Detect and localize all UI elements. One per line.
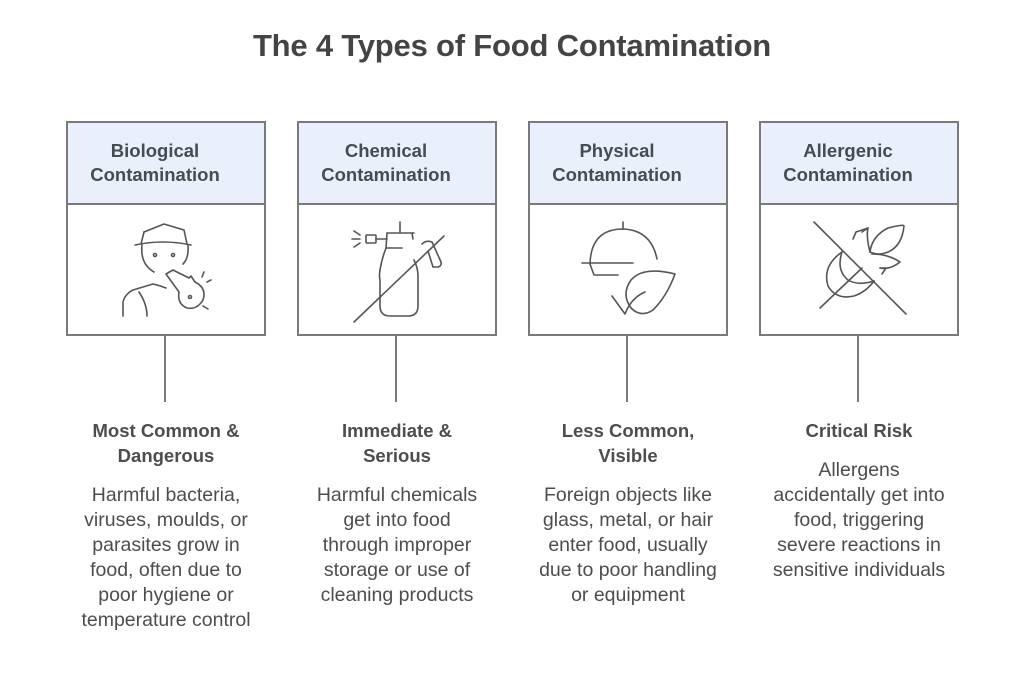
card-header: Chemical Contamination — [299, 123, 495, 205]
no-wheat-icon — [813, 220, 907, 315]
caption-body: Foreign objects like glass, metal, or ha… — [514, 483, 742, 608]
caption-chemical: Immediate & Serious Harmful chemicals ge… — [283, 418, 511, 608]
caption-heading: Most Common & Dangerous — [52, 418, 280, 468]
connector-line — [164, 334, 166, 402]
caption-body-line: viruses, moulds, or — [84, 509, 248, 531]
caption-body-line: glass, metal, or hair — [542, 509, 714, 531]
caption-body-line: or equipment — [571, 584, 685, 606]
caption-physical: Less Common, Visible Foreign objects lik… — [514, 418, 742, 608]
card-title-line: Chemical — [344, 140, 428, 161]
caption-body-line: food, triggering — [793, 509, 925, 531]
caption-body-line: accidentally get into — [773, 484, 945, 506]
caption-heading-line: Serious — [363, 445, 431, 466]
caption-body-line: parasites grow in — [92, 534, 240, 556]
caption-body-line: enter food, usually — [548, 534, 708, 556]
caption-body-line: poor hygiene or — [98, 584, 234, 606]
cloche-leaf-icon — [581, 220, 676, 315]
card-title-line: Contamination — [321, 164, 451, 185]
caption-body-line: Harmful chemicals — [316, 484, 478, 506]
caption-body-line: storage or use of — [323, 559, 471, 581]
caption-heading-line: Dangerous — [117, 445, 215, 466]
diagram-title: The 4 Types of Food Contamination — [252, 28, 772, 63]
caption-body: Harmful bacteria, viruses, moulds, or pa… — [52, 483, 280, 633]
card-physical: Physical Contamination — [528, 121, 728, 336]
card-header: Physical Contamination — [530, 123, 726, 205]
caption-heading-line: Critical Risk — [805, 420, 913, 441]
caption-body-line: severe reactions in — [777, 534, 941, 556]
column-biological: Biological Contamination — [66, 121, 266, 631]
column-allergenic: Allergenic Contamination — [759, 121, 959, 581]
card-title-line: Biological — [110, 140, 200, 161]
caption-body-line: food, often due to — [90, 559, 242, 581]
food-handler-whistle-icon — [122, 222, 212, 317]
card-allergenic: Allergenic Contamination — [759, 121, 959, 336]
card-title-line: Contamination — [783, 164, 913, 185]
card-title: Physical Contamination — [552, 139, 682, 187]
connector-line — [626, 334, 628, 402]
card-biological: Biological Contamination — [66, 121, 266, 336]
card-icon-area — [68, 205, 264, 332]
caption-allergenic: Critical Risk Allergens accidentally get… — [745, 418, 973, 583]
no-spray-bottle-icon — [351, 220, 445, 323]
caption-body-line: cleaning products — [320, 584, 474, 606]
caption-body-line: through improper — [322, 534, 472, 556]
card-title-line: Physical — [579, 140, 655, 161]
caption-body-line: Foreign objects like — [544, 484, 712, 506]
caption-heading: Critical Risk — [745, 418, 973, 443]
caption-heading-line: Immediate & — [341, 420, 452, 441]
caption-body-line: Allergens — [818, 459, 900, 481]
caption-heading: Less Common, Visible — [514, 418, 742, 468]
card-title-line: Allergenic — [803, 140, 893, 161]
card-title-line: Contamination — [90, 164, 220, 185]
card-chemical: Chemical Contamination — [297, 121, 497, 336]
caption-body-line: temperature control — [81, 609, 251, 631]
card-icon-area — [530, 205, 726, 332]
card-title: Chemical Contamination — [321, 139, 451, 187]
caption-body-line: Harmful bacteria, — [91, 484, 241, 506]
caption-heading-line: Visible — [598, 445, 658, 466]
connector-line — [857, 334, 859, 402]
caption-body: Allergens accidentally get into food, tr… — [745, 458, 973, 583]
caption-heading-line: Most Common & — [92, 420, 240, 441]
caption-body-line: get into food — [343, 509, 451, 531]
caption-body: Harmful chemicals get into food through … — [283, 483, 511, 608]
caption-body-line: due to poor handling — [539, 559, 717, 581]
card-icon-area — [299, 205, 495, 332]
column-chemical: Chemical Contamination — [297, 121, 497, 606]
connector-line — [395, 334, 397, 402]
caption-body-line: sensitive individuals — [772, 559, 946, 581]
card-title: Allergenic Contamination — [783, 139, 913, 187]
caption-heading: Immediate & Serious — [283, 418, 511, 468]
caption-heading-line: Less Common, — [561, 420, 695, 441]
card-header: Biological Contamination — [68, 123, 264, 205]
card-title: Biological Contamination — [90, 139, 220, 187]
caption-biological: Most Common & Dangerous Harmful bacteria… — [52, 418, 280, 633]
card-icon-area — [761, 205, 957, 332]
column-physical: Physical Contamination Less Common, Visi… — [528, 121, 728, 606]
card-header: Allergenic Contamination — [761, 123, 957, 205]
card-title-line: Contamination — [552, 164, 682, 185]
